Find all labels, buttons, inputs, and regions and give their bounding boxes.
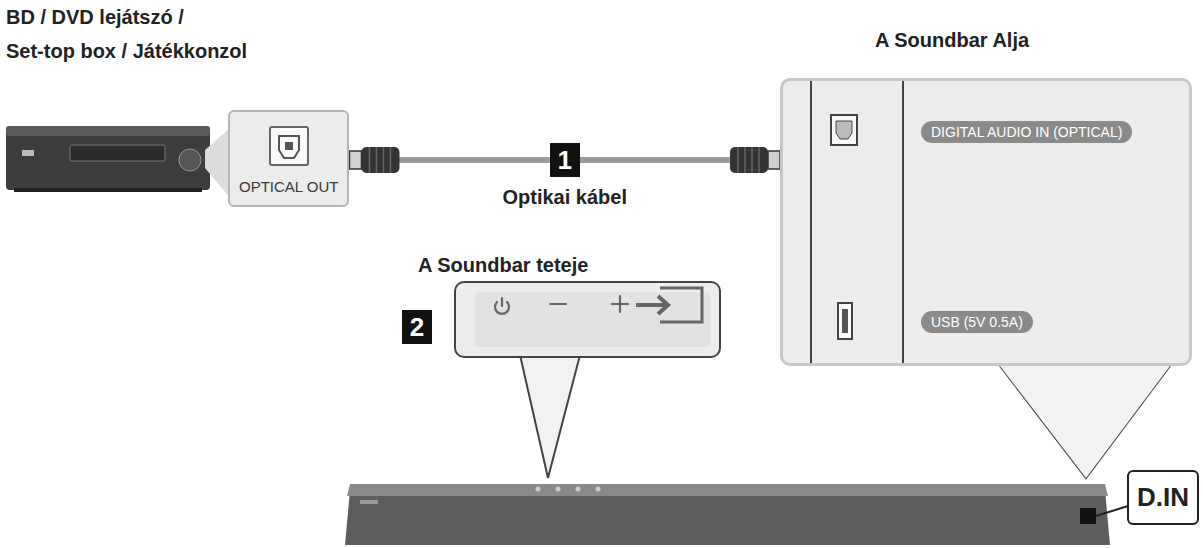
soundbar-bottom-panel: A Soundbar AljaDIGITAL AUDIO IN (OPTICAL… xyxy=(780,78,1192,366)
optical-socket xyxy=(836,121,852,139)
panel-edge xyxy=(810,81,812,363)
optical-plug xyxy=(349,147,399,173)
port-frame xyxy=(270,127,308,165)
optical-plug xyxy=(730,147,780,173)
callout-number: 1 xyxy=(550,143,580,177)
plug-grip xyxy=(369,147,371,173)
plug-grip xyxy=(376,147,378,173)
device-label: BD / DVD lejátszó / xyxy=(6,6,184,29)
box-text: D.IN xyxy=(1137,482,1189,513)
plug-grip xyxy=(737,147,739,173)
device-label: Set-top box / Játékkonzol xyxy=(6,40,247,63)
plug-grip xyxy=(751,147,753,173)
optical-port-icon xyxy=(267,124,311,168)
callout-number: 2 xyxy=(402,310,432,344)
plug-grip xyxy=(383,147,385,173)
box-text: USB (5V 0.5A) xyxy=(931,314,1023,330)
din-leader xyxy=(1096,506,1128,516)
box-text: OPTICAL OUT xyxy=(239,178,338,195)
plug-tip xyxy=(768,151,780,169)
plug-grip xyxy=(758,147,760,173)
edge-label: Optikai kábel xyxy=(502,186,627,209)
input-indicator-box: D.IN xyxy=(1127,470,1199,525)
panel-heading: A Soundbar Alja xyxy=(875,29,1029,52)
usb-port xyxy=(838,303,852,339)
port-core xyxy=(285,142,293,150)
soundbar xyxy=(345,484,1110,545)
usb-tongue xyxy=(842,309,848,333)
optical-out-inset: OPTICAL OUT xyxy=(228,110,349,207)
top-label: A Soundbar teteje xyxy=(418,254,588,277)
panel-divider xyxy=(902,81,904,363)
plug-tip xyxy=(349,151,361,169)
plug-body xyxy=(361,147,399,173)
panel-leader xyxy=(1000,366,1170,478)
plug-grip xyxy=(390,147,392,173)
port-label-pill: USB (5V 0.5A) xyxy=(921,311,1033,333)
plug-body xyxy=(730,147,768,173)
top-buttons-inset xyxy=(455,282,720,478)
port-socket xyxy=(279,136,299,158)
player-device xyxy=(6,126,210,192)
port-label-pill: DIGITAL AUDIO IN (OPTICAL) xyxy=(921,121,1132,143)
panel-leader-fill xyxy=(1000,366,1170,478)
box-text: DIGITAL AUDIO IN (OPTICAL) xyxy=(931,124,1122,140)
optical-port xyxy=(831,115,857,145)
plug-grip xyxy=(744,147,746,173)
